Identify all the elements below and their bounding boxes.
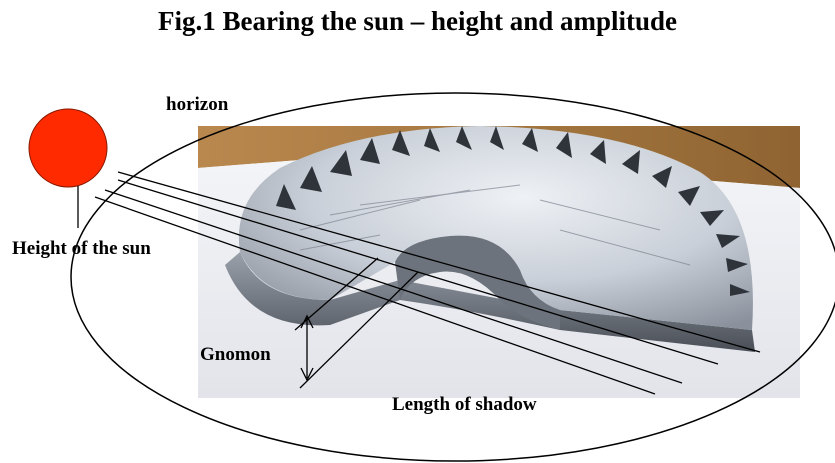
horizon-label: horizon (166, 94, 229, 115)
gnomon-label: Gnomon (200, 344, 271, 365)
sun-disc (29, 109, 107, 187)
length-of-shadow-label: Length of shadow (392, 394, 537, 415)
height-of-sun-label: Height of the sun (12, 238, 151, 259)
